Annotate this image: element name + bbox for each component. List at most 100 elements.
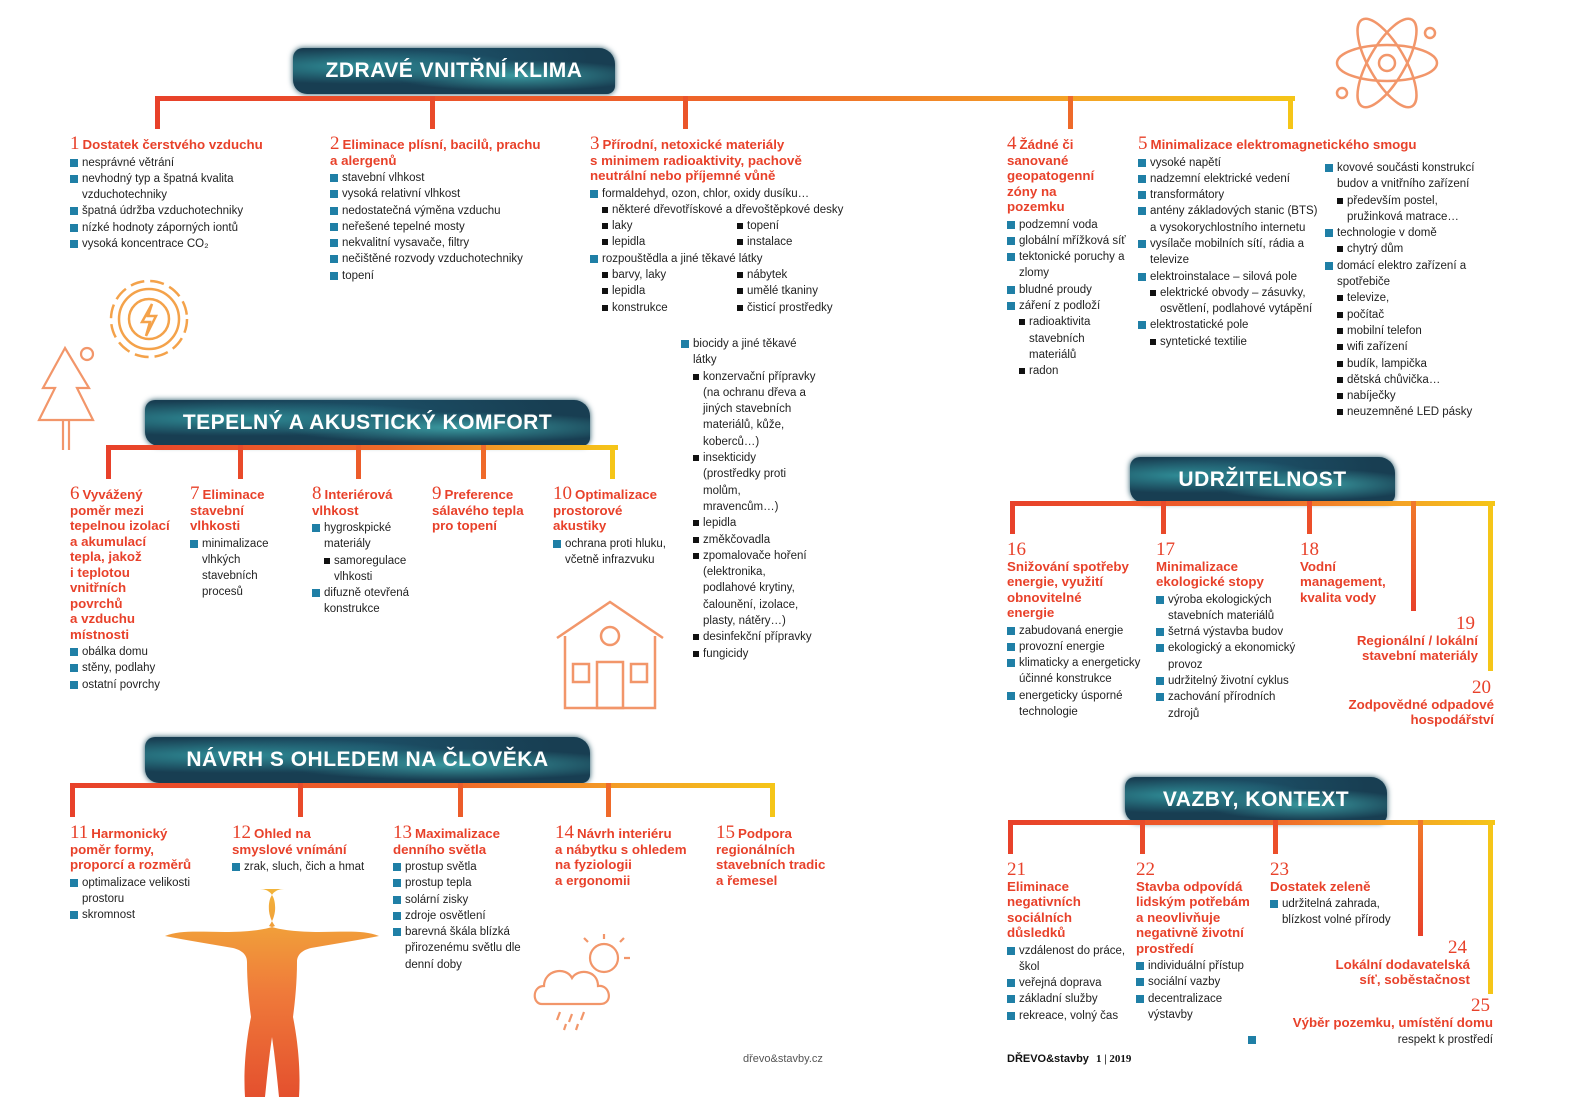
- block-title-text: Regionální / lokální stavební materiály: [1356, 632, 1478, 664]
- block-title-text: Dostatek čerstvého vzduchu: [82, 137, 263, 152]
- cloud-sun-rain-icon: [533, 934, 630, 1031]
- list-item: chytrý dům: [1325, 241, 1495, 257]
- block-title: 17 Minimalizace ekologické stopy: [1156, 540, 1296, 590]
- block-title-text: Minimalizace ekologické stopy: [1156, 558, 1264, 590]
- list-item: prostup světla: [393, 859, 538, 875]
- list-item: technologie v domě: [1325, 225, 1495, 241]
- block-number: 6: [70, 483, 80, 504]
- human-figure-illustration: [165, 889, 379, 1097]
- branch-tick: [1488, 820, 1493, 994]
- list-item: barevná škála blízká přirozenému světlu …: [393, 924, 538, 973]
- block-number: 21: [1007, 859, 1026, 880]
- list-item: nabíječky: [1325, 388, 1495, 404]
- block-title: 22 Stavba odpovídá lidským potřebám a ne…: [1136, 859, 1266, 956]
- list-item: sociální vazby: [1136, 974, 1266, 990]
- list-item: základní služby: [1007, 991, 1132, 1007]
- list-item: počítač: [1325, 307, 1495, 323]
- branch-tick: [1488, 501, 1493, 671]
- block-number: 9: [432, 483, 442, 504]
- list-item: budík, lampička: [1325, 356, 1495, 372]
- block-title-text: Snižování spotřeby energie, využití obno…: [1007, 558, 1129, 620]
- list-item: nízké hodnoty záporných iontů: [70, 220, 320, 236]
- list-item: formaldehyd, ozon, chlor, oxidy dusíku…: [590, 186, 860, 202]
- block-human-needs: 22 Stavba odpovídá lidským potřebám a ne…: [1136, 859, 1266, 1024]
- list-item: wifi zařízení: [1325, 339, 1495, 355]
- banner-context: VAZBY, KONTEXT: [1125, 777, 1387, 823]
- block-title-text: Eliminace stavební vlhkosti: [190, 487, 265, 533]
- block-title-text: Podpora regionálních stavebních tradic a…: [716, 826, 826, 888]
- block-title-text: Výběr pozemku, umístění domu: [1292, 1014, 1493, 1030]
- block-title-text: Vyvážený poměr mezi tepelnou izolací a a…: [70, 487, 170, 642]
- magazine-name: DŘEVO&stavby: [1007, 1053, 1089, 1065]
- branch-tick: [106, 445, 111, 479]
- block-title-text: Eliminace negativních sociálních důsledk…: [1007, 878, 1081, 940]
- block-number: 16: [1007, 539, 1026, 560]
- block-title-text: Maximalizace denního světla: [393, 826, 501, 857]
- list-item: instalace: [725, 234, 860, 250]
- branch-bar: [1008, 820, 1495, 825]
- list-item: topení: [330, 268, 570, 284]
- list-item: neřešené tepelné mosty: [330, 219, 570, 235]
- list-item: energeticky úsporné technologie: [1007, 688, 1147, 721]
- list-item: čisticí prostředky: [725, 300, 860, 316]
- list-item: vzdálenost do práce, škol: [1007, 943, 1132, 976]
- list-item: antény základových stanic (BTS) a vysoko…: [1138, 203, 1318, 236]
- gear-energy-icon: [109, 279, 189, 359]
- branch-tick: [238, 445, 243, 479]
- block-title: 19 Regionální / lokální stavební materiá…: [1330, 614, 1478, 664]
- branch-bar: [70, 783, 775, 788]
- list-item: nekvalitní vysavače, filtry: [330, 235, 570, 251]
- list-item: ekologický a ekonomický provoz: [1156, 640, 1296, 673]
- list-item: změkčovadla: [681, 532, 816, 548]
- list-item: hygroskpické materiály: [312, 520, 424, 553]
- list-item: umělé tkaniny: [725, 283, 860, 299]
- list-item: nečištěné rozvody vzduchotechniky: [330, 251, 570, 267]
- branch-tick: [1418, 820, 1423, 936]
- list-item: decentralizace výstavby: [1136, 991, 1266, 1024]
- block-title: 20 Zodpovědné odpadové hospodářství: [1320, 677, 1494, 728]
- block-em-smog-2: kovové součásti konstrukcí budov a vnitř…: [1325, 160, 1495, 421]
- branch-tick: [298, 783, 303, 817]
- list-item: nedostatečná výměna vzduchu: [330, 203, 570, 219]
- branch-tick: [1273, 820, 1278, 854]
- block-number: 24: [1448, 937, 1467, 958]
- block-number: 22: [1136, 859, 1155, 880]
- list-item: prostup tepla: [393, 875, 538, 891]
- block-energy: 16 Snižování spotřeby energie, využití o…: [1007, 539, 1147, 721]
- block-title-text: Minimalizace elektromagnetického smogu: [1150, 137, 1417, 152]
- list-item: zpomalovače hoření (elektronika, podlaho…: [681, 548, 816, 629]
- list-item: minimalizace vlhkých stavebních procesů: [190, 536, 285, 601]
- issue-number: 1 | 2019: [1096, 1053, 1132, 1065]
- block-title-text: Přírodní, netoxické materiály s minimem …: [590, 137, 802, 183]
- list-item: špatná údržba vzduchotechniky: [70, 203, 320, 219]
- block-title: 25 Výběr pozemku, umístění domu: [1260, 996, 1493, 1030]
- banner-sustainability: UDRŽITELNOST: [1130, 457, 1395, 503]
- list-item: zabudovaná energie: [1007, 623, 1147, 639]
- list-item: individuální přístup: [1136, 958, 1266, 974]
- block-number: 20: [1472, 677, 1491, 698]
- list-item: mobilní telefon: [1325, 323, 1495, 339]
- list-item: lepidla: [590, 283, 725, 299]
- list-item: rekreace, volný čas: [1007, 1008, 1132, 1024]
- house-icon: [556, 600, 664, 710]
- block-local-suppliers: 24 Lokální dodavatelská síť, soběstačnos…: [1310, 937, 1471, 990]
- block-number: 4: [1007, 133, 1017, 154]
- banner-healthy-indoor-climate: ZDRAVÉ VNITŘNÍ KLIMA: [293, 48, 615, 94]
- branch-tick: [610, 445, 615, 479]
- list-item: laky: [590, 218, 725, 234]
- branch-tick: [606, 783, 611, 817]
- block-number: 1: [70, 133, 80, 154]
- block-water: 18 Vodní management, kvalita vody: [1300, 540, 1410, 607]
